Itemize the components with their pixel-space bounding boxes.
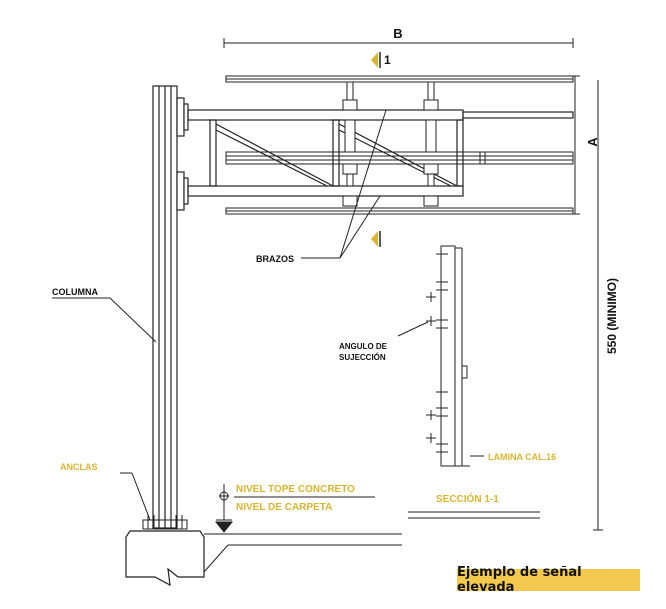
anclas-label: ANCLAS xyxy=(60,462,98,472)
section-mark-bottom xyxy=(371,231,381,247)
dimension-a xyxy=(570,75,580,215)
columna-leader xyxy=(52,297,157,343)
columna-label: COLUMNA xyxy=(52,287,98,297)
attachment-brackets xyxy=(342,81,439,207)
caption-box: Ejemplo de señal elevada xyxy=(457,565,640,595)
dimension-b xyxy=(223,38,574,48)
anchor-bolts xyxy=(120,472,188,530)
caption-text: Ejemplo de señal elevada xyxy=(457,565,582,595)
dim-b-label: B xyxy=(393,26,402,41)
section-mark-label: 1 xyxy=(384,53,391,67)
brazos-leader xyxy=(301,109,387,259)
dimension-height xyxy=(593,80,603,531)
arms xyxy=(187,109,574,197)
nivel-carpeta-label: NIVEL DE CARPETA xyxy=(236,502,332,513)
nivel-tope-label: NIVEL TOPE CONCRETO xyxy=(236,484,355,495)
level-symbol xyxy=(214,484,375,533)
angulo-label-2: SUJECCIÓN xyxy=(339,353,386,362)
angulo-label-1: ANGULO DE xyxy=(339,342,388,351)
lamina-label: LAMINA CAL.16 xyxy=(488,452,556,462)
angulo-leader xyxy=(397,321,429,337)
section-mark-top xyxy=(371,52,381,68)
dim-a-label: A xyxy=(585,137,600,147)
column xyxy=(152,85,178,529)
ground-line xyxy=(203,511,540,573)
foundation xyxy=(125,530,205,587)
seccion-label: SECCIÓN 1-1 xyxy=(436,492,499,505)
brazos-label: BRAZOS xyxy=(256,254,294,264)
section-detail xyxy=(426,245,470,467)
minimo-label: 550 (MINIMO) xyxy=(605,278,619,354)
flange-plates xyxy=(176,97,189,211)
sign-panel xyxy=(225,75,574,215)
